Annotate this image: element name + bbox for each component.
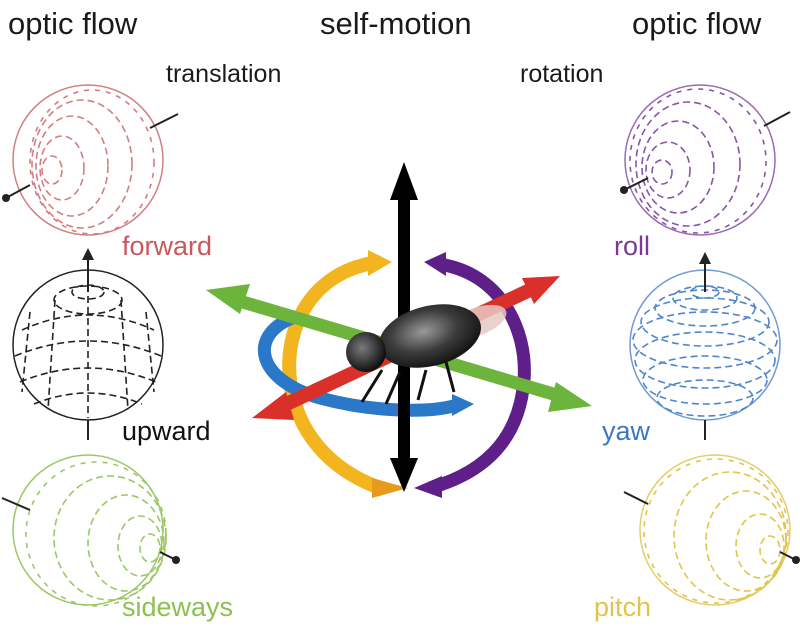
self-motion-group — [206, 162, 592, 498]
yaw-ring-arrowhead — [452, 394, 474, 416]
sphere-sideways-outline — [12, 454, 164, 606]
sphere-pitch — [623, 454, 800, 606]
label-pitch: pitch — [594, 592, 652, 622]
sideways-axis-arrowhead-right — [548, 382, 592, 412]
sphere-forward — [2, 84, 179, 236]
upward-axis-arrowhead-top — [390, 162, 418, 200]
label-sideways: sideways — [122, 592, 234, 622]
fly-illustration — [346, 304, 507, 405]
heading-optic-flow-right: optic flow — [632, 6, 762, 41]
pitch-ring-arrowhead — [368, 250, 392, 276]
label-yaw: yaw — [602, 416, 651, 446]
sphere-sideways — [1, 454, 180, 607]
label-upward: upward — [122, 416, 211, 446]
label-roll: roll — [614, 231, 651, 261]
sphere-yaw-outline — [629, 269, 781, 421]
forward-axis-arrowhead-front — [522, 276, 560, 304]
group-label-rotation: rotation — [520, 60, 604, 88]
sphere-pitch-outline — [639, 454, 791, 606]
sideways-axis-arrowhead-left — [206, 284, 250, 314]
sphere-yaw — [629, 252, 781, 440]
sphere-upward — [12, 248, 164, 440]
yaw-ring-arrow — [258, 311, 463, 417]
label-forward: forward — [122, 231, 213, 261]
sphere-roll-outline — [624, 84, 776, 236]
heading-self-motion: self-motion — [320, 6, 472, 41]
roll-ring-arrowhead — [424, 252, 446, 276]
heading-optic-flow-left: optic flow — [8, 6, 138, 41]
forward-axis-arrowhead-back — [252, 392, 294, 420]
sphere-forward-outline — [12, 84, 164, 236]
upward-axis-arrowhead-bottom — [390, 458, 418, 492]
group-label-translation: translation — [166, 60, 282, 88]
sphere-roll — [620, 84, 791, 236]
